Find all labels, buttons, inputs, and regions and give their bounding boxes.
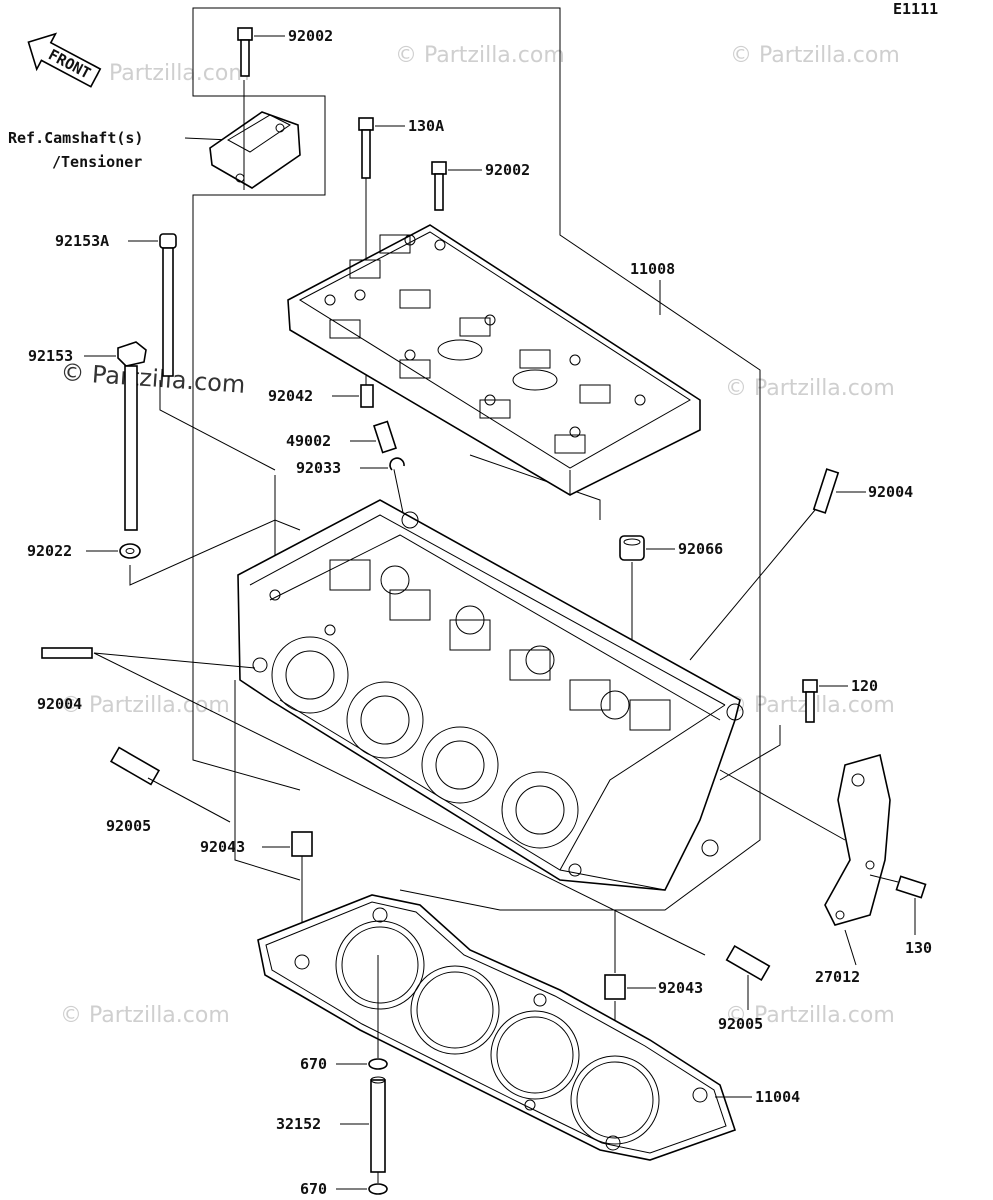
bolt-92002-top	[237, 27, 253, 77]
diagram-code: E1111	[893, 0, 938, 18]
bolt-92002-mid	[431, 161, 447, 211]
part-49002	[373, 420, 397, 454]
bolt-92153	[117, 341, 147, 531]
front-arrow-icon: FRONT	[27, 32, 102, 88]
label-92043-right: 92043	[658, 979, 703, 997]
label-92005-left: 92005	[106, 817, 151, 835]
front-arrow-label: FRONT	[45, 45, 93, 82]
stud-92004-left	[41, 647, 93, 659]
bolt-130A	[358, 117, 374, 179]
clip-92033	[389, 457, 405, 471]
washer-92022	[119, 543, 141, 559]
ref-camshaft-label: Ref.Camshaft(s)	[8, 129, 143, 147]
watermark: © Partzilla.com	[60, 1003, 230, 1028]
watermark: © Partzilla.com	[395, 43, 565, 68]
label-670-top: 670	[300, 1055, 327, 1073]
watermark: © Partzilla.com	[80, 61, 250, 86]
label-92066: 92066	[678, 540, 723, 558]
label-92022: 92022	[27, 542, 72, 560]
label-92153A: 92153A	[55, 232, 109, 250]
label-92033: 92033	[296, 459, 341, 477]
label-92005-right: 92005	[718, 1015, 763, 1033]
dowel-92043-left	[291, 831, 313, 857]
cylinder-head-icon	[237, 499, 744, 891]
label-32152: 32152	[276, 1115, 321, 1133]
label-670-bottom: 670	[300, 1180, 327, 1198]
bolt-92153A	[159, 233, 177, 377]
oring-670-top	[368, 1058, 388, 1070]
watermark: © Partzilla.com	[60, 693, 230, 718]
head-gasket-icon	[257, 894, 737, 1161]
bolt-120	[802, 679, 818, 723]
bracket-icon	[824, 753, 891, 926]
ref-tensioner-label: /Tensioner	[52, 153, 142, 171]
label-92004-left: 92004	[37, 695, 82, 713]
label-92042: 92042	[268, 387, 313, 405]
label-49002: 49002	[286, 432, 331, 450]
camshaft-cap-icon	[209, 111, 301, 189]
label-92002-top: 92002	[288, 27, 333, 45]
watermarks: © Partzilla.com © Partzilla.com © Partzi…	[60, 43, 900, 1028]
pin-92042	[360, 384, 374, 408]
head-cover-holder-icon	[287, 224, 701, 496]
pipe-32152	[370, 1076, 386, 1173]
label-130: 130	[905, 939, 932, 957]
label-11004: 11004	[755, 1088, 800, 1106]
label-92004-right: 92004	[868, 483, 913, 501]
stud-92004-right	[812, 468, 840, 514]
label-130A: 130A	[408, 117, 444, 135]
plug-92066	[619, 535, 645, 561]
dowel-92043-right	[604, 974, 626, 1000]
watermark: © Partzilla.com	[725, 1003, 895, 1028]
label-120: 120	[851, 677, 878, 695]
label-27012: 27012	[815, 968, 860, 986]
label-92043-left: 92043	[200, 838, 245, 856]
label-92002-mid: 92002	[485, 161, 530, 179]
label-11008: 11008	[630, 260, 675, 278]
fitting-92005-left	[109, 746, 161, 786]
watermark: © Partzilla.com	[725, 376, 895, 401]
label-92153: 92153	[28, 347, 73, 365]
bolt-130	[895, 875, 927, 899]
watermark-dark: © Partzilla.com	[60, 358, 247, 399]
fitting-92005-right	[725, 944, 771, 982]
watermark: © Partzilla.com	[730, 43, 900, 68]
oring-670-bottom	[368, 1183, 388, 1195]
